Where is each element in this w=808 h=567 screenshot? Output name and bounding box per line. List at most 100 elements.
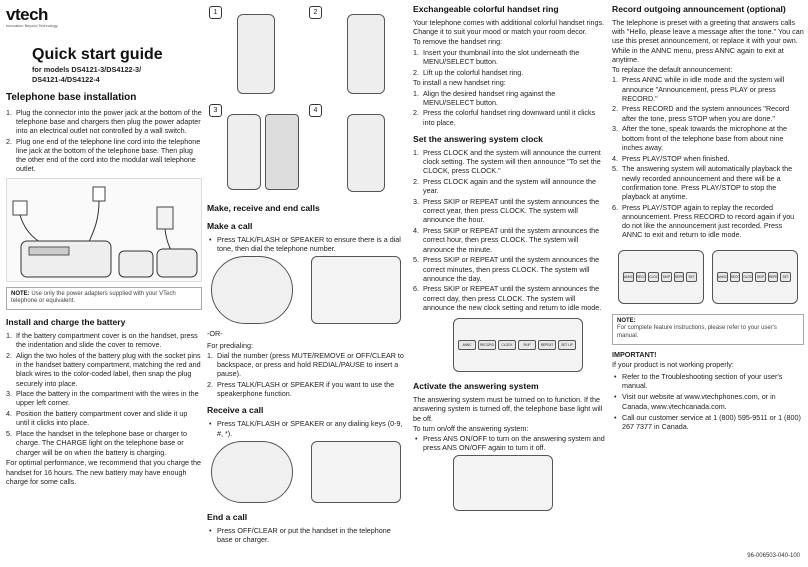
base-button: RECORD [478, 340, 496, 351]
activate-intro: The answering system must be turned on t… [413, 395, 603, 423]
remove-ring-label: To remove the handset ring: [413, 37, 503, 47]
base-button: SKIP [755, 271, 766, 282]
list-item: 1.Dial the number (press MUTE/REMOVE or … [207, 350, 404, 379]
calls-heading: Make, receive and end calls [207, 203, 320, 213]
list-item: 1.Align the desired handset ring against… [413, 88, 556, 107]
handset-keypad-icon [211, 256, 293, 325]
step-number-4: 4 [309, 104, 322, 117]
clock-steps: 1.Press CLOCK and the system will announ… [413, 148, 605, 312]
list-item: 2.Plug one end of the telephone line cor… [6, 136, 201, 174]
base-keypad-icon [311, 256, 401, 325]
battery-heading: Install and charge the battery [6, 316, 126, 327]
base-button: ANNC [458, 340, 476, 351]
list-item: 6.Press PLAY/STOP again to replay the re… [612, 202, 795, 240]
base-button: SKIP [661, 271, 672, 282]
base-button: SKIP [518, 340, 536, 351]
or-divider: -OR- [207, 329, 223, 339]
activate-illustration [413, 455, 605, 513]
list-item: Call our customer service at 1 (800) 595… [612, 413, 804, 431]
base-button: REPEAT [538, 340, 556, 351]
list-item: 2.Press the colorful handset ring downwa… [413, 108, 596, 127]
base-button: CLOCK [498, 340, 516, 351]
step-number-3: 3 [209, 104, 222, 117]
remove-ring-steps: 1.Insert your thumbnail into the slot un… [413, 48, 605, 77]
base-install-illustration [6, 177, 202, 282]
record-heading: Record outgoing announcement (optional) [612, 4, 786, 14]
guide-title: Quick start guide [32, 45, 163, 63]
activate-heading: Activate the answering system [413, 381, 539, 392]
list-item: 6.Press SKIP or REPEAT until the system … [413, 284, 602, 312]
list-item: 1.Plug the connector into the power jack… [6, 107, 202, 135]
make-call-instruction: Press TALK/FLASH or SPEAKER to ensure th… [207, 235, 404, 253]
handset-keypad-icon [211, 440, 293, 503]
feature-note: NOTE:For complete feature instructions, … [612, 313, 804, 345]
base-install-steps: 1.Plug the connector into the power jack… [6, 108, 202, 174]
base-button: RECORD [635, 271, 647, 282]
battery-steps-illustration: 1 2 3 4 [207, 4, 404, 196]
list-item: 1.Insert your thumbnail into the slot un… [413, 47, 580, 66]
list-item: 4.Position the battery compartment cover… [6, 409, 188, 428]
base-install-heading: Telephone base installation [6, 91, 137, 103]
battery-steps: 1.If the battery compartment cover is on… [6, 331, 202, 457]
column-announcement: Record outgoing announcement (optional) … [612, 0, 804, 567]
list-item: 3.Place the battery in the compartment w… [6, 389, 199, 408]
make-call-heading: Make a call [207, 221, 253, 231]
list-item: 2.Press RECORD and the system announces … [612, 104, 790, 123]
handset-closed-icon [347, 114, 385, 192]
vtech-logo: vtech [6, 5, 48, 24]
install-ring-steps: 1.Align the desired handset ring against… [413, 89, 605, 127]
list-item: 1.Press CLOCK and the system will announ… [413, 147, 601, 176]
receive-call-instruction: Press TALK/FLASH or SPEAKER or any diali… [207, 419, 404, 437]
ans-on-off-button-icon [453, 455, 553, 512]
replace-label: To replace the default announcement: [612, 65, 733, 75]
battery-compartment-icon [265, 114, 299, 190]
base-button: ANNC [717, 271, 728, 282]
base-button: REPEAT [767, 271, 779, 282]
handset-ring-intro: Your telephone comes with additional col… [413, 18, 605, 37]
predial-label: For predialing: [207, 340, 253, 350]
base-button: ANNC [623, 271, 634, 282]
base-button: RECORD [729, 271, 741, 282]
column-installation: vtech Innovation Beyond Technology Quick… [6, 0, 202, 567]
important-heading: IMPORTANT! [612, 349, 657, 359]
make-call-illustration [207, 256, 404, 326]
handset-ring-heading: Exchangeable colorful handset ring [413, 4, 559, 14]
base-keypad-icon [311, 440, 401, 503]
list-item: 4.Press SKIP or REPEAT until the system … [413, 226, 600, 254]
list-item: 5.Press SKIP or REPEAT until the system … [413, 255, 600, 283]
list-item: 3.Press SKIP or REPEAT until the system … [413, 197, 600, 225]
list-item: 3.After the tone, speak towards the micr… [612, 124, 788, 152]
handset-battery-cover-icon [227, 114, 261, 190]
base-button: CLOCK [742, 271, 753, 282]
base-button: CLOCK [648, 271, 659, 282]
part-number: 96-006503-040-100 [747, 553, 800, 560]
list-item: 5.Place the handset in the telephone bas… [6, 429, 188, 457]
power-adapter-note: NOTE: Use only the power adapters suppli… [6, 286, 202, 310]
vtech-tagline: Innovation Beyond Technology [6, 23, 58, 28]
end-call-heading: End a call [207, 511, 248, 522]
important-label: If your product is not working properly: [612, 359, 734, 369]
end-call-instruction: Press OFF/CLEAR or put the handset in th… [207, 526, 404, 544]
wiring-diagram-icon [12, 186, 198, 278]
column-answering-system: Exchangeable colorful handset ring Your … [413, 0, 605, 567]
handset-back-icon [237, 14, 275, 94]
list-item: 1.If the battery compartment cover is on… [6, 330, 198, 350]
step-number-1: 1 [209, 6, 222, 19]
models-line-2: DS4121-4/DS4122-4 [32, 74, 100, 84]
list-item: 2.Press TALK/FLASH or SPEAKER if you wan… [207, 380, 395, 399]
record-intro: The telephone is preset with a greeting … [612, 18, 804, 64]
base-button: SET UP [780, 271, 791, 282]
predial-steps: 1.Dial the number (press MUTE/REMOVE or … [207, 351, 404, 399]
battery-charge-tip: For optimal performance, we recommend th… [6, 458, 201, 486]
important-list: Refer to the Troubleshooting section of … [612, 372, 804, 431]
install-ring-label: To install a new handset ring: [413, 78, 506, 88]
models-line-1: for models DS4121-3/DS4122-3/ [32, 65, 142, 75]
activate-instruction: Press ANS ON/OFF to turn on the answerin… [413, 434, 605, 452]
list-item: 2.Lift up the colorful handset ring. [413, 67, 524, 77]
list-item: 2.Align the two holes of the battery plu… [6, 350, 201, 388]
